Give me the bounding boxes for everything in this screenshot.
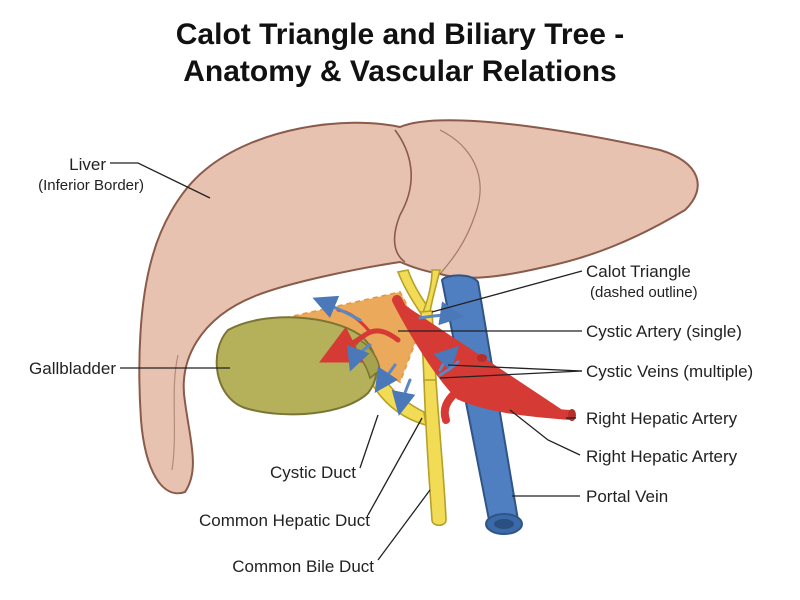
right-hepatic-artery-branch: [440, 389, 459, 424]
title-line-1: Calot Triangle and Biliary Tree -: [175, 18, 625, 51]
liver-shape: [138, 119, 699, 495]
label-gallbladder: Gallbladder: [29, 359, 116, 378]
liver-lobe-line: [439, 129, 481, 275]
label-right-hepatic-artery-2: Right Hepatic Artery: [586, 447, 738, 466]
label-portal-vein: Portal Vein: [586, 487, 668, 506]
diagram-title: Calot Triangle and Biliary Tree - Anatom…: [0, 16, 800, 90]
artery-cut-end: [477, 354, 487, 362]
common-bile-duct-shape: [423, 379, 447, 527]
label-cystic-artery: Cystic Artery (single): [586, 322, 742, 341]
liver-inferior-crease: [171, 354, 179, 471]
falciform-ligament: [393, 129, 412, 263]
hepatic-artery-ascending: [477, 355, 525, 415]
label-liver-sub: (Inferior Border): [38, 177, 144, 194]
label-cystic-duct: Cystic Duct: [270, 463, 356, 482]
label-cystic-veins: Cystic Veins (multiple): [586, 362, 753, 381]
portal-vein-lumen: [494, 519, 514, 529]
cystic-artery-shape: [319, 326, 401, 363]
cystic-veins-group: [312, 295, 464, 416]
label-common-bile-duct: Common Bile Duct: [232, 557, 374, 576]
artery-cut-end-2: [568, 409, 576, 421]
label-calot-triangle: Calot Triangle: [586, 262, 691, 281]
left-hepatic-duct: [420, 269, 442, 317]
label-common-hepatic-duct: Common Hepatic Duct: [199, 511, 370, 530]
label-calot-triangle-sub: (dashed outline): [590, 284, 698, 301]
label-liver: Liver: [69, 155, 106, 174]
leader-lines: [110, 162, 583, 561]
label-right-hepatic-artery-1: Right Hepatic Artery: [586, 409, 738, 428]
title-line-2: Anatomy & Vascular Relations: [183, 55, 617, 88]
